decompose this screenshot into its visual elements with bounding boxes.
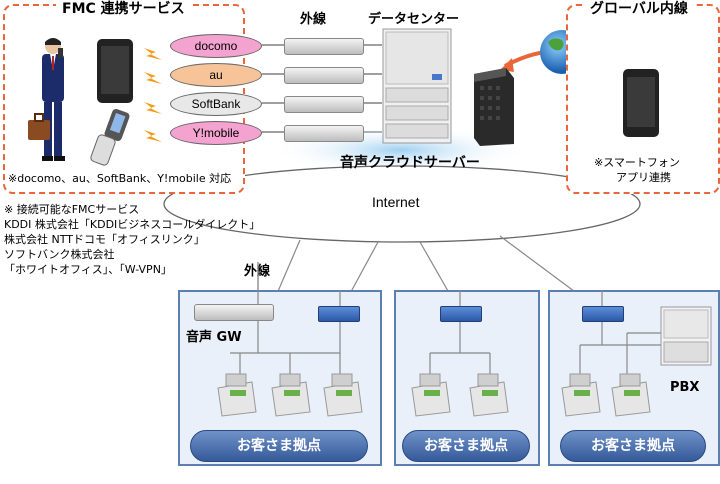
bolt-icon bbox=[144, 48, 162, 60]
fmc-title: FMC 連携サービス bbox=[56, 0, 191, 18]
network-hub bbox=[582, 306, 624, 322]
cloud-server-label: 音声クラウドサーバー bbox=[340, 155, 480, 171]
desk-phone-icon bbox=[271, 373, 311, 417]
fmc-services-note: ※ 接続可能なFMCサービス KDDI 株式会社「KDDIビジネスコールダイレク… bbox=[4, 202, 260, 277]
briefcase-icon bbox=[28, 113, 50, 140]
note-line: 株式会社 NTTドコモ「オフィスリンク」 bbox=[4, 233, 205, 246]
network-hub bbox=[318, 306, 360, 322]
global-title: グローバル内線 bbox=[584, 0, 694, 18]
bolt-icon bbox=[144, 72, 162, 84]
carrier-softbank: SoftBank bbox=[170, 92, 262, 116]
pbx-icon bbox=[660, 306, 712, 366]
desk-phone-icon bbox=[469, 373, 509, 417]
outside-line-label-top: 外線 bbox=[300, 12, 327, 27]
gateway-device bbox=[284, 67, 364, 84]
desk-phone-icon bbox=[323, 373, 363, 417]
smartphone-icon bbox=[623, 69, 659, 137]
carrier-docomo: docomo bbox=[170, 34, 262, 58]
global-note-line2: アプリ連携 bbox=[616, 171, 671, 184]
server-rack-icon bbox=[382, 28, 452, 144]
global-note-line1: ※スマートフォン bbox=[594, 156, 680, 169]
network-hub bbox=[440, 306, 482, 322]
note-line: ※ 接続可能なFMCサービス bbox=[4, 203, 140, 216]
flip-phone-icon bbox=[90, 108, 130, 166]
customer-site-label-1: お客さま拠点 bbox=[190, 430, 368, 462]
businessman-icon bbox=[42, 38, 65, 161]
internet-label: Internet bbox=[372, 194, 420, 210]
note-line: KDDI 株式会社「KDDIビジネスコールダイレクト」 bbox=[4, 218, 261, 231]
signal-bolts bbox=[144, 48, 162, 142]
fmc-support-note: ※docomo、au、SoftBank、Y!mobile 対応 bbox=[8, 172, 232, 185]
gateway-device bbox=[284, 38, 364, 55]
desk-phone-icon bbox=[611, 373, 651, 417]
gateway-device bbox=[284, 125, 364, 142]
internet-cloud bbox=[163, 165, 641, 243]
voice-gw-label: 音声 GW bbox=[186, 330, 242, 345]
customer-site-label-2: お客さま拠点 bbox=[402, 430, 530, 462]
bolt-icon bbox=[144, 130, 162, 142]
carrier-au: au bbox=[170, 63, 262, 87]
datacenter-label: データセンター bbox=[368, 12, 460, 27]
customer-site-label-3: お客さま拠点 bbox=[560, 430, 706, 462]
voice-gateway-device bbox=[194, 304, 274, 321]
pbx-label: PBX bbox=[670, 380, 700, 395]
note-line: ソフトバンク株式会社 bbox=[4, 248, 115, 261]
desk-phone-icon bbox=[217, 373, 257, 417]
smartphone-icon bbox=[97, 39, 133, 103]
gateway-device bbox=[284, 96, 364, 113]
cloud-server-icon bbox=[474, 68, 514, 146]
bolt-icon bbox=[144, 102, 162, 114]
carrier-ymobile: Y!mobile bbox=[170, 121, 262, 145]
desk-phone-icon bbox=[561, 373, 601, 417]
desk-phone-icon bbox=[411, 373, 451, 417]
outside-line-label-bottom: 外線 bbox=[244, 264, 271, 279]
note-line: 「ホワイトオフィス」、「W-VPN」 bbox=[4, 263, 172, 276]
